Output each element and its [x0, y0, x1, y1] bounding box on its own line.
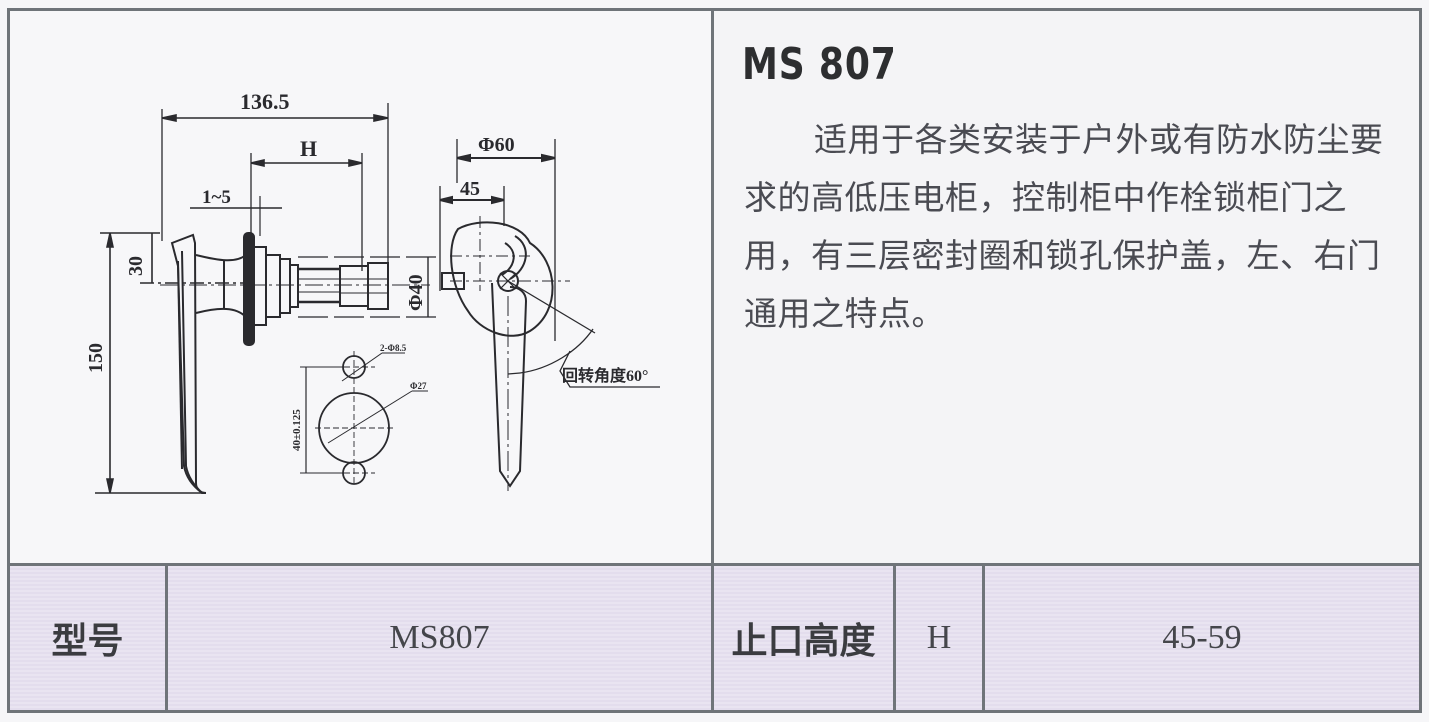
- stop-height-label-cell: 止口高度: [714, 566, 896, 710]
- dim-stop-height: H: [300, 136, 317, 161]
- model-title: MS 807: [742, 39, 897, 90]
- stop-height-label: 止口高度: [731, 621, 876, 662]
- stop-height-symbol: H: [926, 619, 952, 656]
- model-value: MS807: [389, 619, 490, 656]
- dim-center-hole: Φ27: [410, 381, 427, 391]
- description-panel: MS 807 适用于各类安装于户外或有防水防尘要求的高低压电柜，控制柜中作栓锁柜…: [714, 11, 1419, 563]
- dim-handle-length: 150: [85, 343, 107, 373]
- rotation-angle-label: 回转角度60°: [562, 366, 648, 385]
- stop-height-value-cell: 45-59: [985, 566, 1419, 710]
- dim-cap-diameter: Φ60: [478, 134, 515, 156]
- technical-drawing-panel: 136.5 H 1~5 30: [10, 11, 714, 563]
- handle-front-view: [439, 139, 660, 491]
- dim-gap-range: 1~5: [202, 187, 231, 208]
- handle-side-view: [160, 232, 440, 494]
- product-spec-sheet: 136.5 H 1~5 30: [7, 8, 1422, 713]
- model-value-cell: MS807: [168, 566, 714, 710]
- dim-handle-offset: 30: [125, 256, 147, 276]
- dim-small-holes: 2-Φ8.5: [380, 343, 407, 353]
- top-section: 136.5 H 1~5 30: [10, 11, 1419, 563]
- dim-hole-spacing: 40±0.125: [291, 409, 303, 451]
- dim-body-diameter: Φ40: [405, 274, 427, 311]
- mounting-hole-pattern: [300, 351, 428, 485]
- stop-height-value: 45-59: [1162, 619, 1242, 656]
- dim-cap-depth: 45: [460, 178, 480, 200]
- product-description: 适用于各类安装于户外或有防水防尘要求的高低压电柜，控制柜中作栓锁柜门之用，有三层…: [744, 120, 1384, 333]
- model-label: 型号: [51, 621, 124, 662]
- spec-table-row: 型号 MS807 止口高度 H 45-59: [10, 563, 1419, 710]
- dim-overall-length: 136.5: [240, 89, 290, 114]
- technical-drawing: 136.5 H 1~5 30: [85, 89, 660, 494]
- model-label-cell: 型号: [10, 566, 168, 710]
- stop-height-symbol-cell: H: [896, 566, 985, 710]
